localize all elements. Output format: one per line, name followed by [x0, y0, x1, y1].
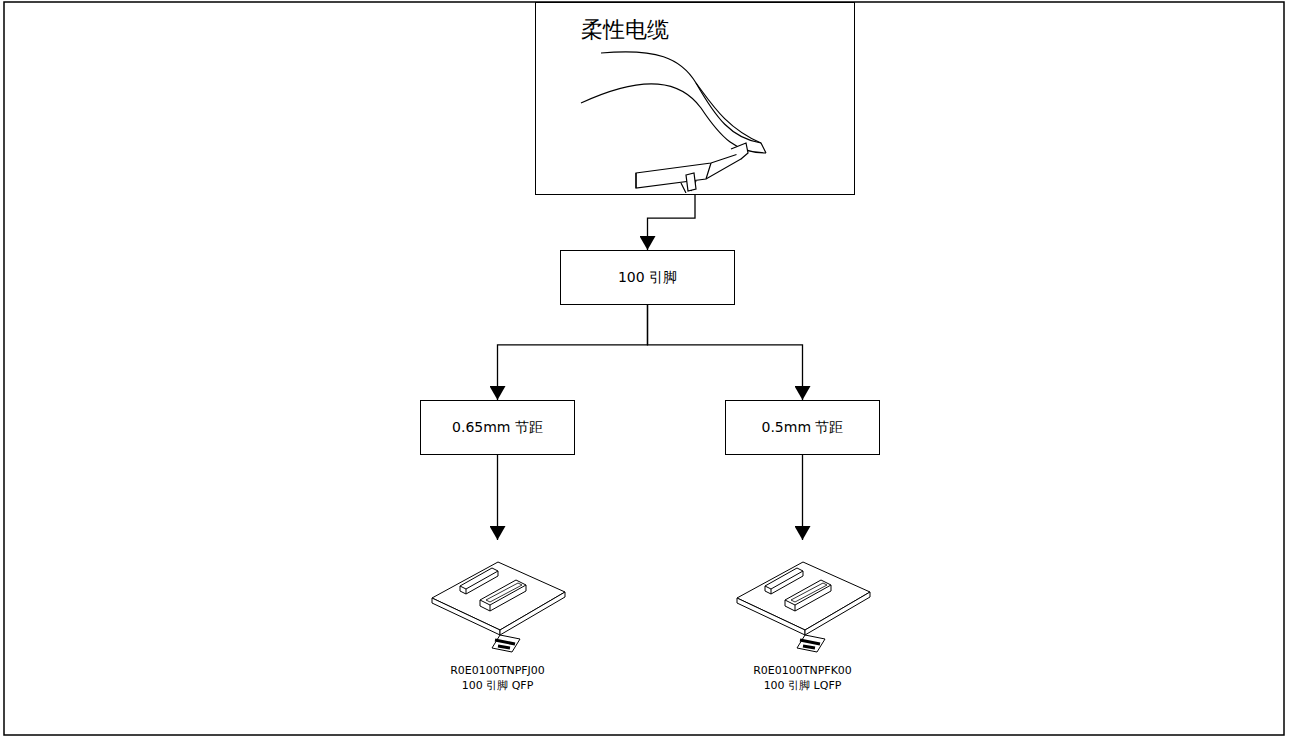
frame-border: [4, 2, 1284, 735]
connector-latch: [731, 143, 748, 159]
board-illustration: [420, 540, 575, 660]
connector-edge: [636, 163, 711, 193]
socket: [765, 568, 803, 594]
probe-pins: [800, 640, 820, 648]
process-box: 0.5mm 节距: [725, 400, 880, 455]
node-label: 100 引脚: [618, 269, 677, 287]
node-label: 柔性电缆: [581, 15, 669, 45]
cable-box: 柔性电缆: [535, 2, 855, 195]
arrow-connector: [802, 455, 803, 540]
node-label: 0.65mm 节距: [452, 419, 543, 437]
board-plate: [737, 562, 870, 630]
socket: [460, 568, 498, 594]
socket-slot: [486, 583, 522, 602]
adapter-board: R0E0100TNPFK00 100 引脚 LQFP: [725, 540, 880, 694]
process-box: 0.65mm 节距: [420, 400, 575, 455]
arrow-connector: [497, 455, 498, 540]
arrow-connector: [498, 305, 648, 400]
socket-slot: [791, 583, 827, 602]
probe-pins: [495, 640, 515, 648]
cable-line: [581, 84, 766, 153]
board-illustration: [725, 540, 880, 660]
arrow-connector: [648, 305, 803, 400]
process-box: 100 引脚: [560, 250, 735, 305]
part-label: R0E0100TNPFJ00 100 引脚 QFP: [443, 664, 553, 694]
adapter-board: R0E0100TNPFJ00 100 引脚 QFP: [420, 540, 575, 694]
node-label: 0.5mm 节距: [762, 419, 844, 437]
probe-base: [492, 635, 520, 652]
socket: [785, 580, 831, 611]
board-plate: [432, 562, 565, 630]
connector-latch: [686, 173, 696, 191]
socket: [480, 580, 526, 611]
part-label: R0E0100TNPFK00 100 引脚 LQFP: [748, 664, 858, 694]
cable-edge: [696, 83, 766, 153]
probe-base: [797, 635, 825, 652]
arrow-connector: [648, 195, 696, 250]
